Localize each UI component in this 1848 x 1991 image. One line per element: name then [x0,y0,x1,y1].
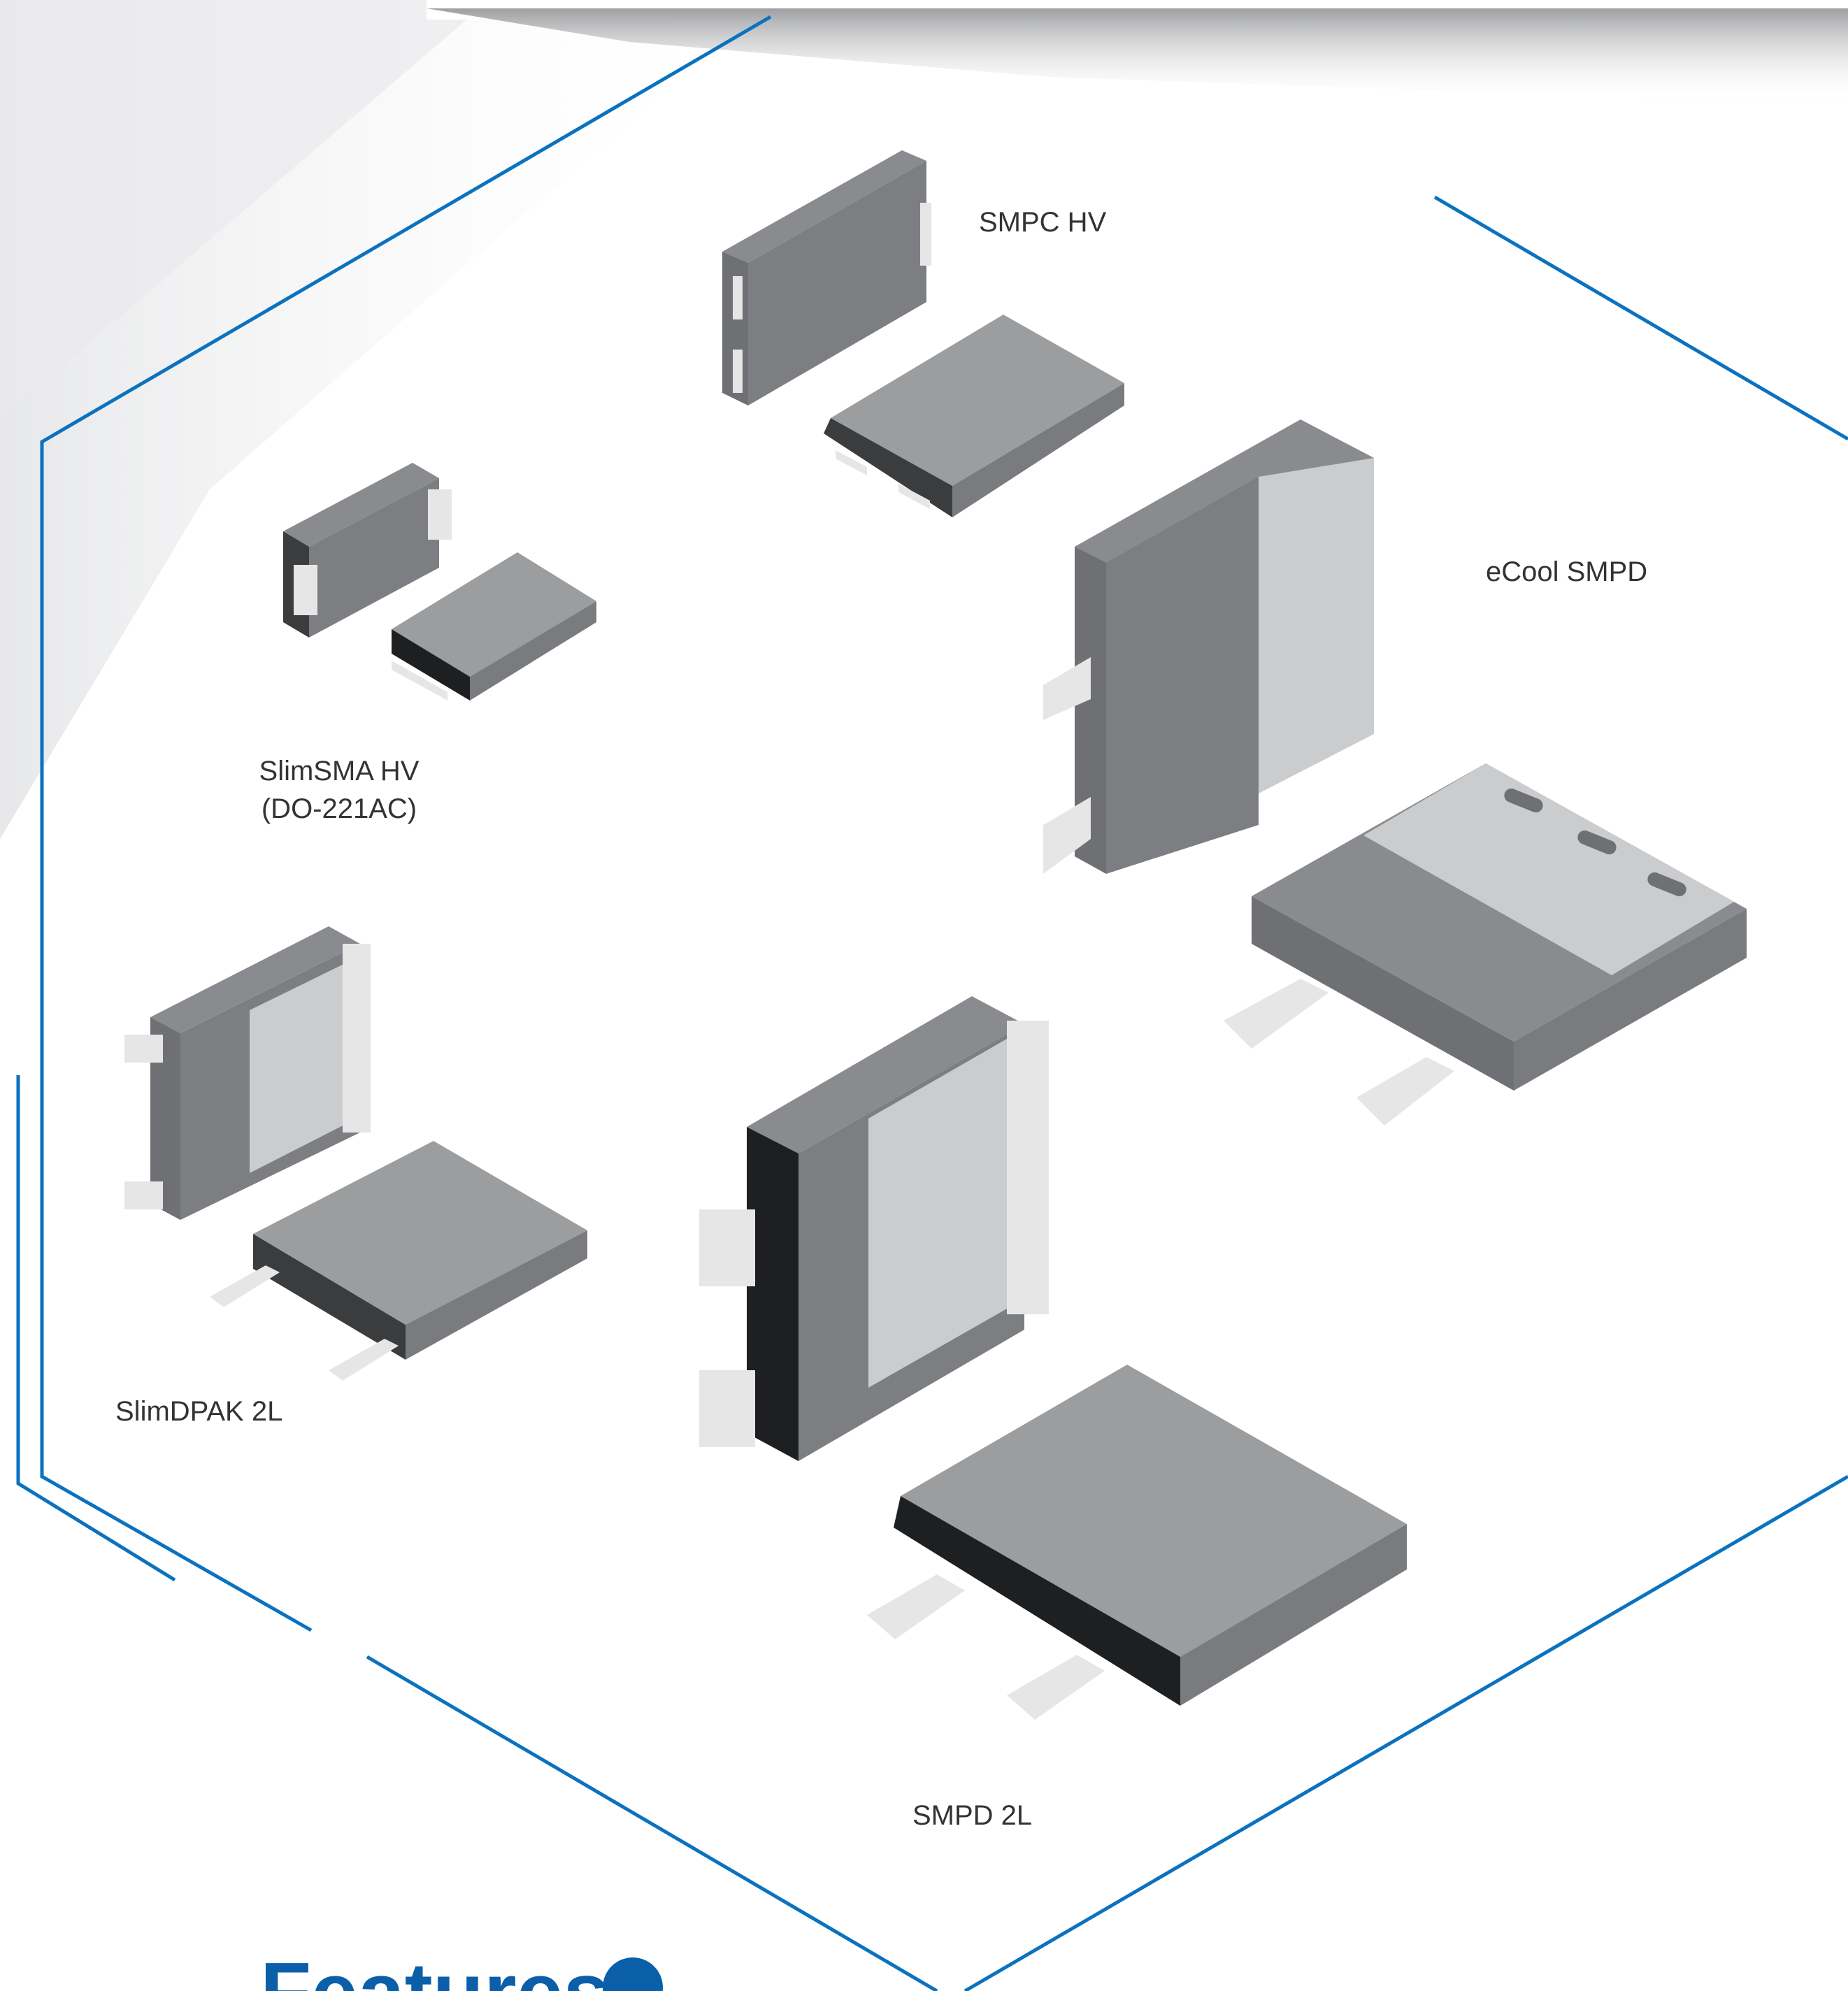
slimsma-hv-label-line1: SlimSMA HV [259,756,420,786]
slimsma-hv-upright [283,463,452,638]
smpc-hv-flat [824,315,1124,517]
smpd-2l-upright [699,996,1049,1461]
slimdpak-2l-label: SlimDPAK 2L [115,1396,283,1427]
ecool-smpd-upright [1043,419,1374,874]
smpc-hv-upright [722,150,931,405]
slimdpak-2l-flat [210,1141,587,1381]
slimsma-hv-label-line2: (DO-221AC) [261,793,417,824]
ecool-smpd-flat [1224,763,1747,1126]
slimdpak-2l-upright [124,926,371,1220]
features-heading: Features [260,1943,610,1991]
hexagon-frame [16,15,1848,1991]
smpd-2l-flat [867,1365,1407,1720]
smpd-2l-label: SMPD 2L [912,1800,1033,1831]
slimsma-hv-flat [392,552,596,700]
smpc-hv-label: SMPC HV [979,207,1107,238]
ecool-smpd-label: eCool SMPD [1486,556,1648,587]
slimsma-hv-label: SlimSMA HV (DO-221AC) [231,752,447,828]
